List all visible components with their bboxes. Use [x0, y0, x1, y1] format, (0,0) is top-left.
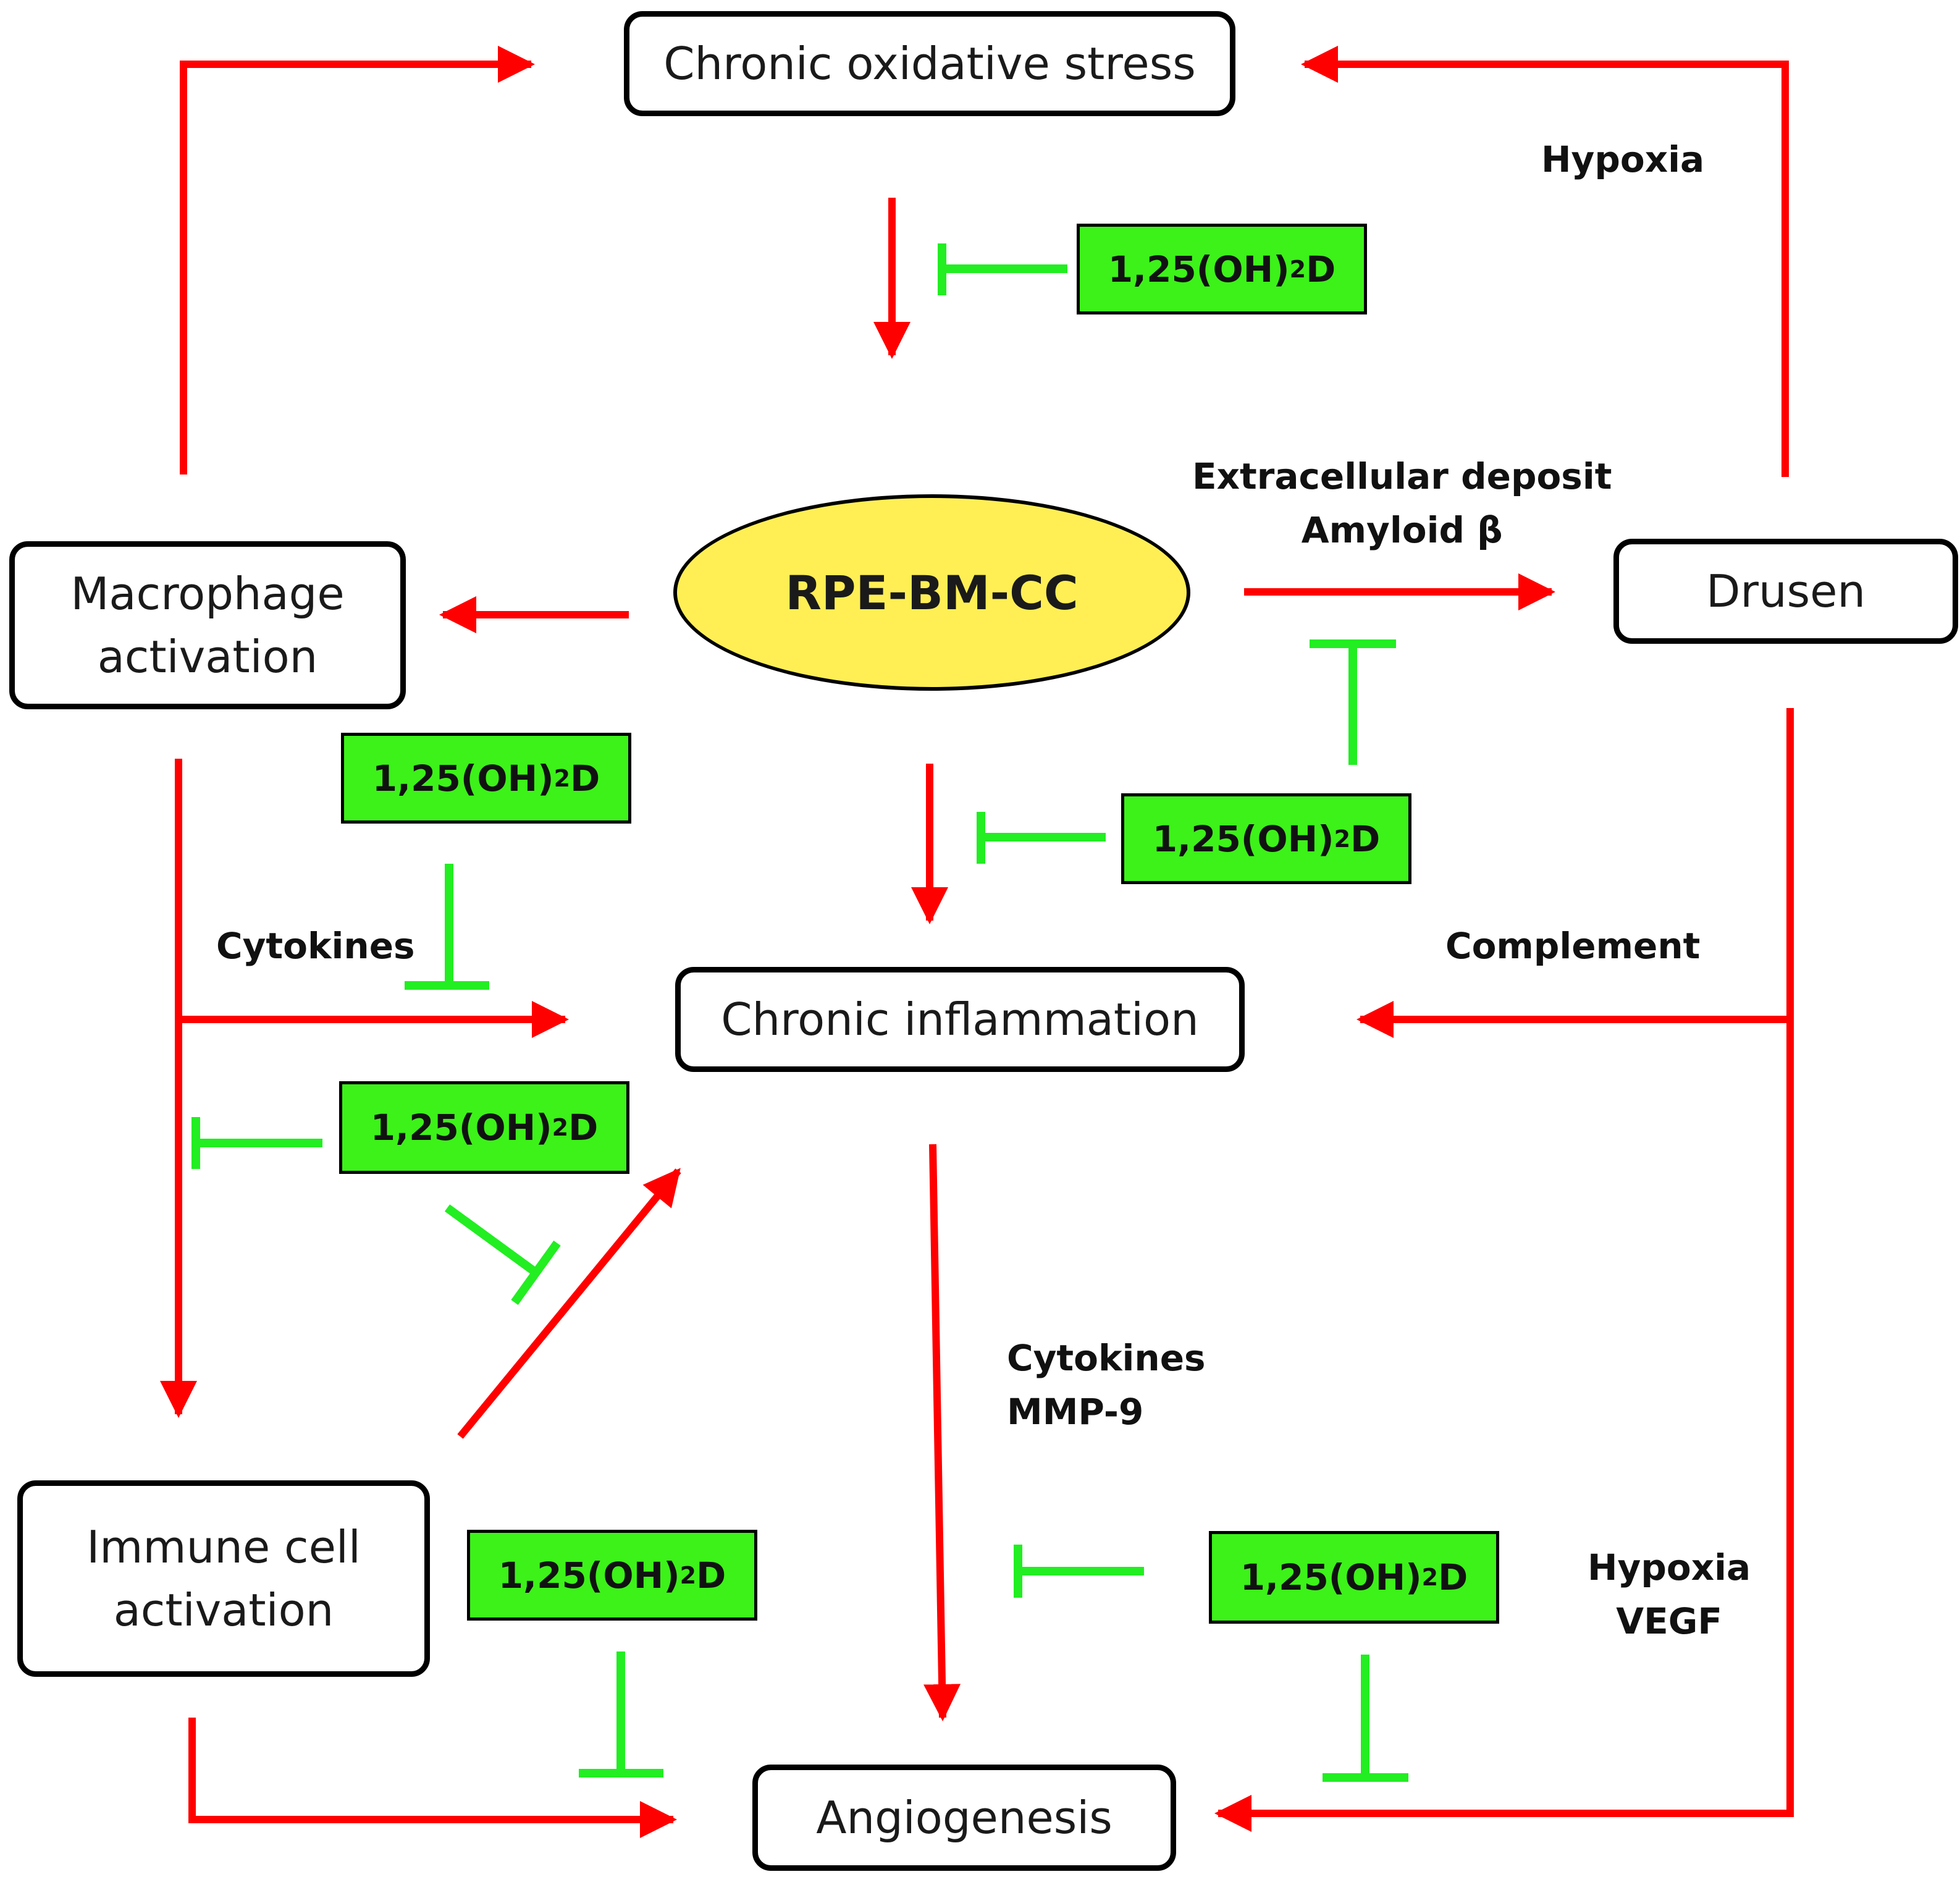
- inhibit-macrophage-to-immune: [191, 1117, 322, 1169]
- arrow-inflammation-to-angiogenesis: [923, 1144, 961, 1721]
- drusen-box: Drusen: [1613, 539, 1958, 644]
- inhibit-oxidative-arrow: [938, 243, 1067, 295]
- inhibit-inflammation-to-angiogenesis: [1014, 1545, 1144, 1598]
- arrow-immune-to-inflammation: [457, 1168, 681, 1439]
- chronic-oxidative-stress-box: Chronic oxidative stress: [624, 11, 1235, 116]
- arrow-macrophage-to-oxidative-stress: [180, 46, 535, 475]
- immune-label-line1: Immune cell: [86, 1521, 361, 1573]
- inhibit-cytokines-arrow: [405, 864, 489, 990]
- macrophage-label-line1: Macrophage: [70, 567, 345, 620]
- angiogenesis-box: Angiogenesis: [752, 1765, 1176, 1871]
- extracellular-deposit-label: Extracellular deposit Amyloid β: [1192, 455, 1612, 551]
- inhibit-immune-to-angiogenesis: [579, 1651, 663, 1778]
- complement-label: Complement: [1445, 925, 1701, 967]
- arrow-immune-to-angiogenesis: [188, 1718, 677, 1838]
- inhibit-drusen-to-angiogenesis: [1323, 1655, 1408, 1782]
- rpe-bm-cc-label: RPE-BM-CC: [785, 565, 1079, 620]
- hypoxia-vegf-label: Hypoxia VEGF: [1588, 1546, 1751, 1642]
- cytokines-label-left: Cytokines: [216, 925, 415, 967]
- arrow-drusen-to-oxidative-stress: [1301, 46, 1789, 477]
- chronic-inflammation-box: Chronic inflammation: [675, 967, 1245, 1072]
- rpe-bm-cc-ellipse: RPE-BM-CC: [673, 494, 1190, 691]
- cytokines-mmp9-label: Cytokines MMP-9: [1007, 1337, 1206, 1433]
- immune-label-line2: activation: [113, 1584, 334, 1636]
- hypoxia-label-top: Hypoxia: [1541, 138, 1705, 180]
- chronic-inflammation-label: Chronic inflammation: [721, 993, 1199, 1045]
- arrow-drusen-to-angiogenesis: [1214, 1019, 1794, 1832]
- angiogenesis-label: Angiogenesis: [816, 1791, 1112, 1844]
- chronic-oxidative-stress-label: Chronic oxidative stress: [663, 37, 1196, 90]
- macrophage-activation-box: Macrophage activation: [9, 541, 406, 709]
- immune-cell-activation-box: Immune cell activation: [17, 1480, 430, 1677]
- macrophage-label-line2: activation: [97, 631, 318, 683]
- inhibit-immune-to-inflammation: [444, 1204, 561, 1305]
- inhibit-deposit-arrow: [1310, 639, 1396, 765]
- drusen-label: Drusen: [1706, 565, 1866, 617]
- inhibit-center-to-inflammation: [977, 812, 1106, 864]
